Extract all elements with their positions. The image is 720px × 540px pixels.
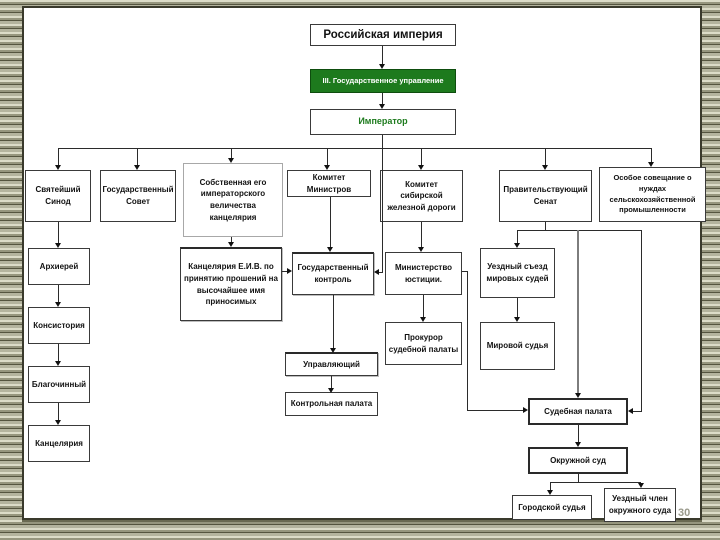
node-konsistoria: Консистория [28,307,90,344]
arrowhead [55,243,61,248]
edge-line [330,197,331,247]
edge-line [545,148,546,165]
node-sovet: Государственный Совет [100,170,176,222]
arrowhead [287,268,292,274]
node-state-admin: III. Государственное управление [310,69,456,93]
node-uezdny-sezd: Уездный съезд мировых судей [480,248,555,298]
node-ministerstvo-yusticii: Министерство юстиции. [385,252,462,295]
arrowhead [418,247,424,252]
edge-line [58,148,651,149]
node-sinod: Святейший Синод [25,170,91,222]
node-osoboe-soveshanie: Особое совещание о нуждах сельскохозяйст… [599,167,706,222]
edge-line [282,271,287,272]
arrowhead [547,490,553,495]
node-okruzhnoy-sud: Окружной суд [528,447,628,474]
edge-line [58,403,59,420]
edge-line [651,148,652,162]
page-number: 30 [678,507,691,519]
arrowhead [55,361,61,366]
node-blagochinny: Благочинный [28,366,90,403]
node-goskontrol: Государственный контроль [292,252,374,295]
edge-line [382,148,383,272]
arrowhead [228,158,234,163]
node-gorodskoy-sudya: Городской судья [512,495,592,520]
edge-line [517,230,518,243]
edge-line [421,222,422,247]
node-upravlyaushiy: Управляющий [285,352,378,376]
edge-line [421,148,422,165]
edge-line [550,482,641,483]
arrowhead [420,317,426,322]
edge-line [462,271,468,272]
arrowhead [55,165,61,170]
edge-line [550,482,551,490]
arrowhead [575,442,581,447]
edge-line [58,344,59,361]
node-arhierey: Архиерей [28,248,90,285]
node-komitet-ministrov: Комитет Министров [287,170,371,197]
edge-line [58,285,59,302]
arrowhead [134,165,140,170]
edge-line [382,93,383,104]
node-sobstvennaya-kancelyariya: Собственная его императорского величеств… [183,163,283,237]
arrowhead [328,388,334,393]
node-kancelyariya-eiv: Канцелярия Е.И.В. по принятию прошений н… [180,247,282,321]
edge-line [578,474,579,482]
edge-line [577,230,579,393]
edge-line [517,298,518,317]
arrowhead [379,104,385,109]
node-prokuror: Прокурор судебной палаты [385,322,462,365]
edge-line [231,148,232,158]
edge-line [633,411,642,412]
arrowhead [55,420,61,425]
node-uezdny-chlen: Уездный член окружного суда [604,488,676,522]
node-emperor: Император [310,109,456,135]
node-empire: Российская империя [310,24,456,46]
edge-line [578,425,579,442]
arrowhead [418,165,424,170]
edge-line [382,135,383,148]
arrowhead [575,393,581,398]
edge-line [641,230,642,411]
arrowhead [638,483,644,488]
arrowhead [542,165,548,170]
node-kancelaria: Канцелярия [28,425,90,462]
arrowhead [514,317,520,322]
edge-line [382,46,383,64]
edge-line [231,237,232,242]
edge-line [545,222,546,230]
edge-line [58,148,59,165]
edge-line [423,295,424,317]
arrowhead [628,408,633,414]
node-sudebnaya-palata: Судебная палата [528,398,628,425]
edge-line [467,271,468,411]
edge-line [137,148,138,165]
node-mirovoy-sudya: Мировой судья [480,322,555,370]
edge-line [517,230,641,231]
node-kontrolnaya-palata: Контрольная палата [285,392,378,416]
arrowhead [514,243,520,248]
arrowhead [374,269,379,275]
edge-line [378,272,383,273]
edge-line [467,410,523,411]
arrowhead [523,407,528,413]
edge-line [327,148,328,165]
arrowhead [648,162,654,167]
arrowhead [324,165,330,170]
edge-line [58,222,59,243]
arrowhead [330,348,336,353]
edge-line [331,376,332,388]
arrowhead [228,242,234,247]
arrowhead [327,247,333,252]
node-komitet-sibirskoy-dorogi: Комитет сибирской железной дороги [380,170,463,222]
arrowhead [379,64,385,69]
arrowhead [55,302,61,307]
edge-line [333,295,334,348]
node-senat: Правительствующий Сенат [499,170,592,222]
